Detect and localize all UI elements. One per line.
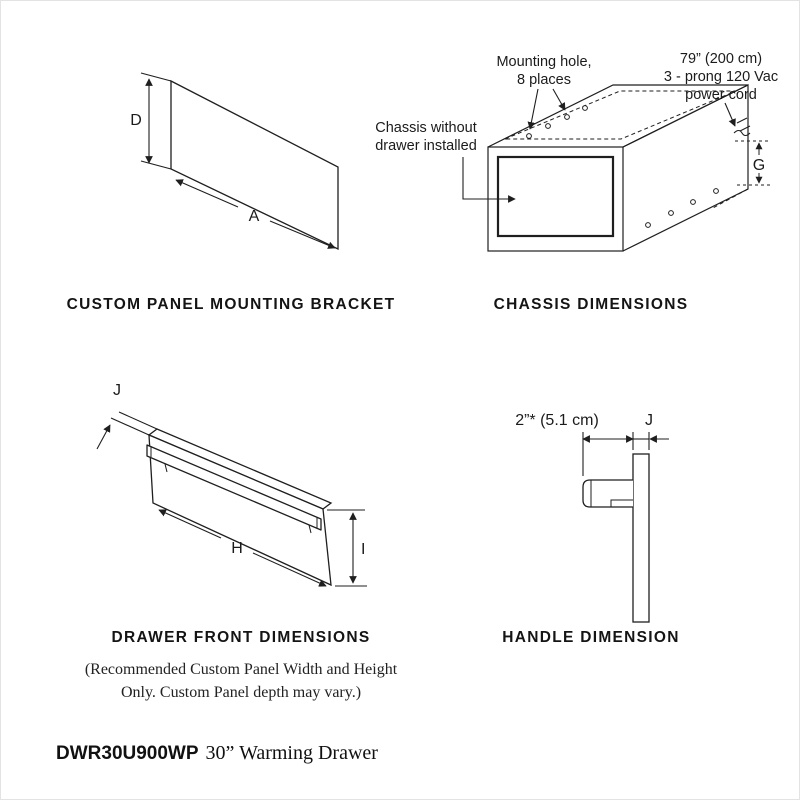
mounting-holes	[526, 105, 719, 228]
handle-caption: HANDLE DIMENSION	[502, 629, 680, 646]
chassis-note-label-line1: Chassis without	[375, 120, 477, 136]
drawer-front-caption: DRAWER FRONT DIMENSIONS	[111, 629, 371, 646]
dim-g-lines	[735, 140, 771, 186]
model-number: DWR30U900WP	[56, 743, 199, 764]
handle-profile-details	[590, 480, 633, 507]
chassis-box-outline	[487, 84, 749, 252]
chassis-note-label-line2: drawer installed	[375, 138, 477, 154]
bracket-caption: CUSTOM PANEL MOUNTING BRACKET	[66, 296, 396, 313]
mounting-hole-label-line2: 8 places	[517, 72, 571, 88]
power-cord-label-line1: 79” (200 cm)	[680, 51, 762, 67]
mounting-hole-label-line1: Mounting hole,	[496, 54, 591, 70]
drawer-front-figure: J H I	[96, 382, 367, 587]
product-name: 30” Warming Drawer	[205, 742, 378, 764]
drawer-front-dimension-lines	[96, 411, 367, 587]
handle-figure: 2”* (5.1 cm) J	[515, 412, 669, 623]
drawer-front-panel	[146, 428, 333, 587]
dim-label-d: D	[130, 112, 142, 129]
handle-details	[150, 446, 318, 534]
bracket-dimension-lines	[140, 72, 336, 249]
power-cord-label-line3: power cord	[685, 87, 757, 103]
model-line: DWR30U900WP 30” Warming Drawer	[56, 742, 378, 765]
handle-dimension-lines	[582, 432, 669, 476]
note-line2: Only. Custom Panel depth may vary.)	[120, 684, 362, 702]
dim-label-handle-depth: 2”* (5.1 cm)	[515, 412, 599, 429]
dim-label-j-handle: J	[645, 412, 653, 429]
chassis-leader-lines	[462, 88, 751, 203]
drawer-front-note: (Recommended Custom Panel Width and Heig…	[31, 658, 451, 704]
dim-label-a: A	[249, 208, 260, 225]
chassis-caption: CHASSIS DIMENSIONS	[493, 296, 689, 313]
handle-side-profile	[582, 453, 650, 623]
bracket-figure: D A	[130, 72, 339, 251]
power-cord-label-line2: 3 - prong 120 Vac	[664, 69, 778, 85]
dim-label-g: G	[753, 157, 765, 174]
bracket-panel-outline	[170, 79, 339, 251]
chassis-hidden-edges	[504, 90, 749, 210]
chassis-figure: Mounting hole, 8 places 79” (200 cm) 3 -…	[375, 51, 778, 252]
dim-label-j-front: J	[113, 382, 121, 399]
dim-label-i: I	[361, 541, 365, 558]
dim-label-h: H	[231, 540, 243, 557]
note-line1: (Recommended Custom Panel Width and Heig…	[84, 661, 398, 678]
